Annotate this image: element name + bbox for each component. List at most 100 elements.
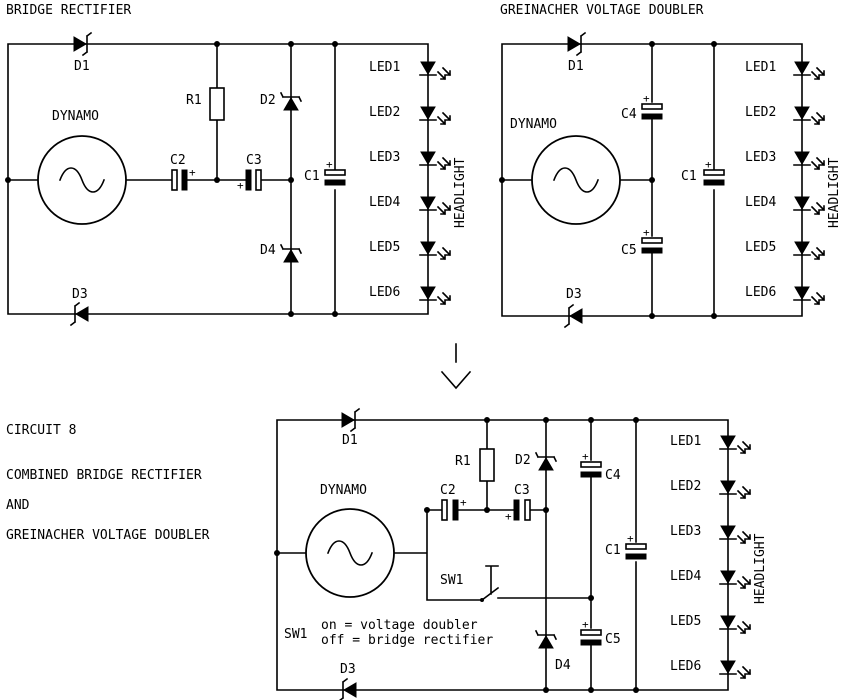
led-4 <box>793 196 826 216</box>
title-combined-line1: COMBINED BRIDGE RECTIFIER <box>6 468 202 483</box>
d3-label: D3 <box>72 287 88 302</box>
switch-sw1 <box>480 565 500 602</box>
sw1-label: SW1 <box>440 573 463 588</box>
svg-text:+: + <box>643 226 650 239</box>
led-2 <box>793 106 826 126</box>
svg-text:+: + <box>505 510 512 523</box>
c1-label: C1 <box>304 169 320 184</box>
title-circuit-8: CIRCUIT 8 <box>6 423 76 438</box>
diode-d1 <box>567 31 587 57</box>
c4-label: C4 <box>605 468 621 483</box>
led-label: LED5 <box>369 240 400 255</box>
led-5 <box>419 241 452 261</box>
svg-text:+: + <box>460 496 467 509</box>
d3-label: D3 <box>566 287 582 302</box>
svg-text:+: + <box>643 92 650 105</box>
svg-text:+: + <box>582 450 589 463</box>
diode-d4 <box>279 243 303 263</box>
d1-label: D1 <box>568 59 584 74</box>
led-4 <box>719 570 752 590</box>
led-label: LED4 <box>670 569 701 584</box>
c2-label: C2 <box>440 483 456 498</box>
dynamo-generator <box>305 508 395 598</box>
led-label: LED5 <box>670 614 701 629</box>
sw1-legend-name: SW1 <box>284 627 307 642</box>
svg-text:+: + <box>705 158 712 171</box>
c3-label: C3 <box>514 483 530 498</box>
capacitor-c5: + <box>580 618 602 646</box>
c2-label: C2 <box>170 153 186 168</box>
greinacher-doubler-circuit: DYNAMO D1 D3 + C4 + C5 + C1 LED1LED2LED3… <box>499 31 841 329</box>
capacitor-c1: + <box>625 532 647 560</box>
diode-d3 <box>69 301 89 327</box>
diode-d2 <box>534 451 558 471</box>
led-label: LED1 <box>745 60 776 75</box>
resistor-r1 <box>209 87 225 121</box>
capacitor-c3: + <box>505 499 531 523</box>
title-bridge-rectifier: BRIDGE RECTIFIER <box>6 3 131 18</box>
d1-label: D1 <box>74 59 90 74</box>
led-1 <box>419 61 452 81</box>
led-6 <box>719 660 752 680</box>
d1-label: D1 <box>342 433 358 448</box>
resistor-r1 <box>479 448 495 482</box>
diode-d1 <box>73 31 93 57</box>
led-2 <box>419 106 452 126</box>
led-label: LED2 <box>670 479 701 494</box>
led-label: LED6 <box>670 659 701 674</box>
led-label: LED4 <box>369 195 400 210</box>
d2-label: D2 <box>260 93 276 108</box>
led-label: LED6 <box>369 285 400 300</box>
capacitor-c1: + <box>324 158 346 186</box>
led-label: LED6 <box>745 285 776 300</box>
svg-text:+: + <box>627 532 634 545</box>
d2-label: D2 <box>515 453 531 468</box>
r1-label: R1 <box>186 93 202 108</box>
led-3 <box>793 151 826 171</box>
led-1 <box>793 61 826 81</box>
diode-d1 <box>341 407 361 433</box>
diode-d4 <box>534 629 558 649</box>
capacitor-c2: + <box>441 496 467 521</box>
d4-label: D4 <box>555 658 571 673</box>
led-label: LED2 <box>369 105 400 120</box>
led-6 <box>793 286 826 306</box>
headlight-label: HEADLIGHT <box>453 157 468 228</box>
dynamo-label: DYNAMO <box>320 483 367 498</box>
capacitor-c5: + <box>641 226 663 254</box>
capacitor-c4: + <box>580 450 602 478</box>
sw1-legend-on: on = voltage doubler <box>321 618 478 633</box>
title-greinacher: GREINACHER VOLTAGE DOUBLER <box>500 3 704 18</box>
led-label: LED3 <box>745 150 776 165</box>
led-label: LED3 <box>670 524 701 539</box>
title-combined-line2: AND <box>6 498 30 513</box>
dynamo-generator <box>37 135 127 225</box>
svg-text:+: + <box>237 179 244 192</box>
led-5 <box>793 241 826 261</box>
led-label: LED4 <box>745 195 776 210</box>
combined-circuit: DYNAMO D1 D3 R1 + C2 + C3 D2 <box>274 407 768 700</box>
capacitor-c1: + <box>703 158 725 186</box>
d4-label: D4 <box>260 243 276 258</box>
diode-d3 <box>563 303 583 329</box>
svg-text:+: + <box>582 618 589 631</box>
d3-label: D3 <box>340 662 356 677</box>
led-3 <box>719 525 752 545</box>
title-combined-line3: GREINACHER VOLTAGE DOUBLER <box>6 528 210 543</box>
led-1 <box>719 435 752 455</box>
led-2 <box>719 480 752 500</box>
diode-d2 <box>279 91 303 111</box>
led-label: LED1 <box>369 60 400 75</box>
c5-label: C5 <box>605 632 621 647</box>
down-arrow-icon <box>440 343 472 390</box>
led-3 <box>419 151 452 171</box>
c1-label: C1 <box>681 169 697 184</box>
c1-label: C1 <box>605 543 621 558</box>
c4-label: C4 <box>621 107 637 122</box>
capacitor-c4: + <box>641 92 663 120</box>
dynamo-label: DYNAMO <box>510 117 557 132</box>
